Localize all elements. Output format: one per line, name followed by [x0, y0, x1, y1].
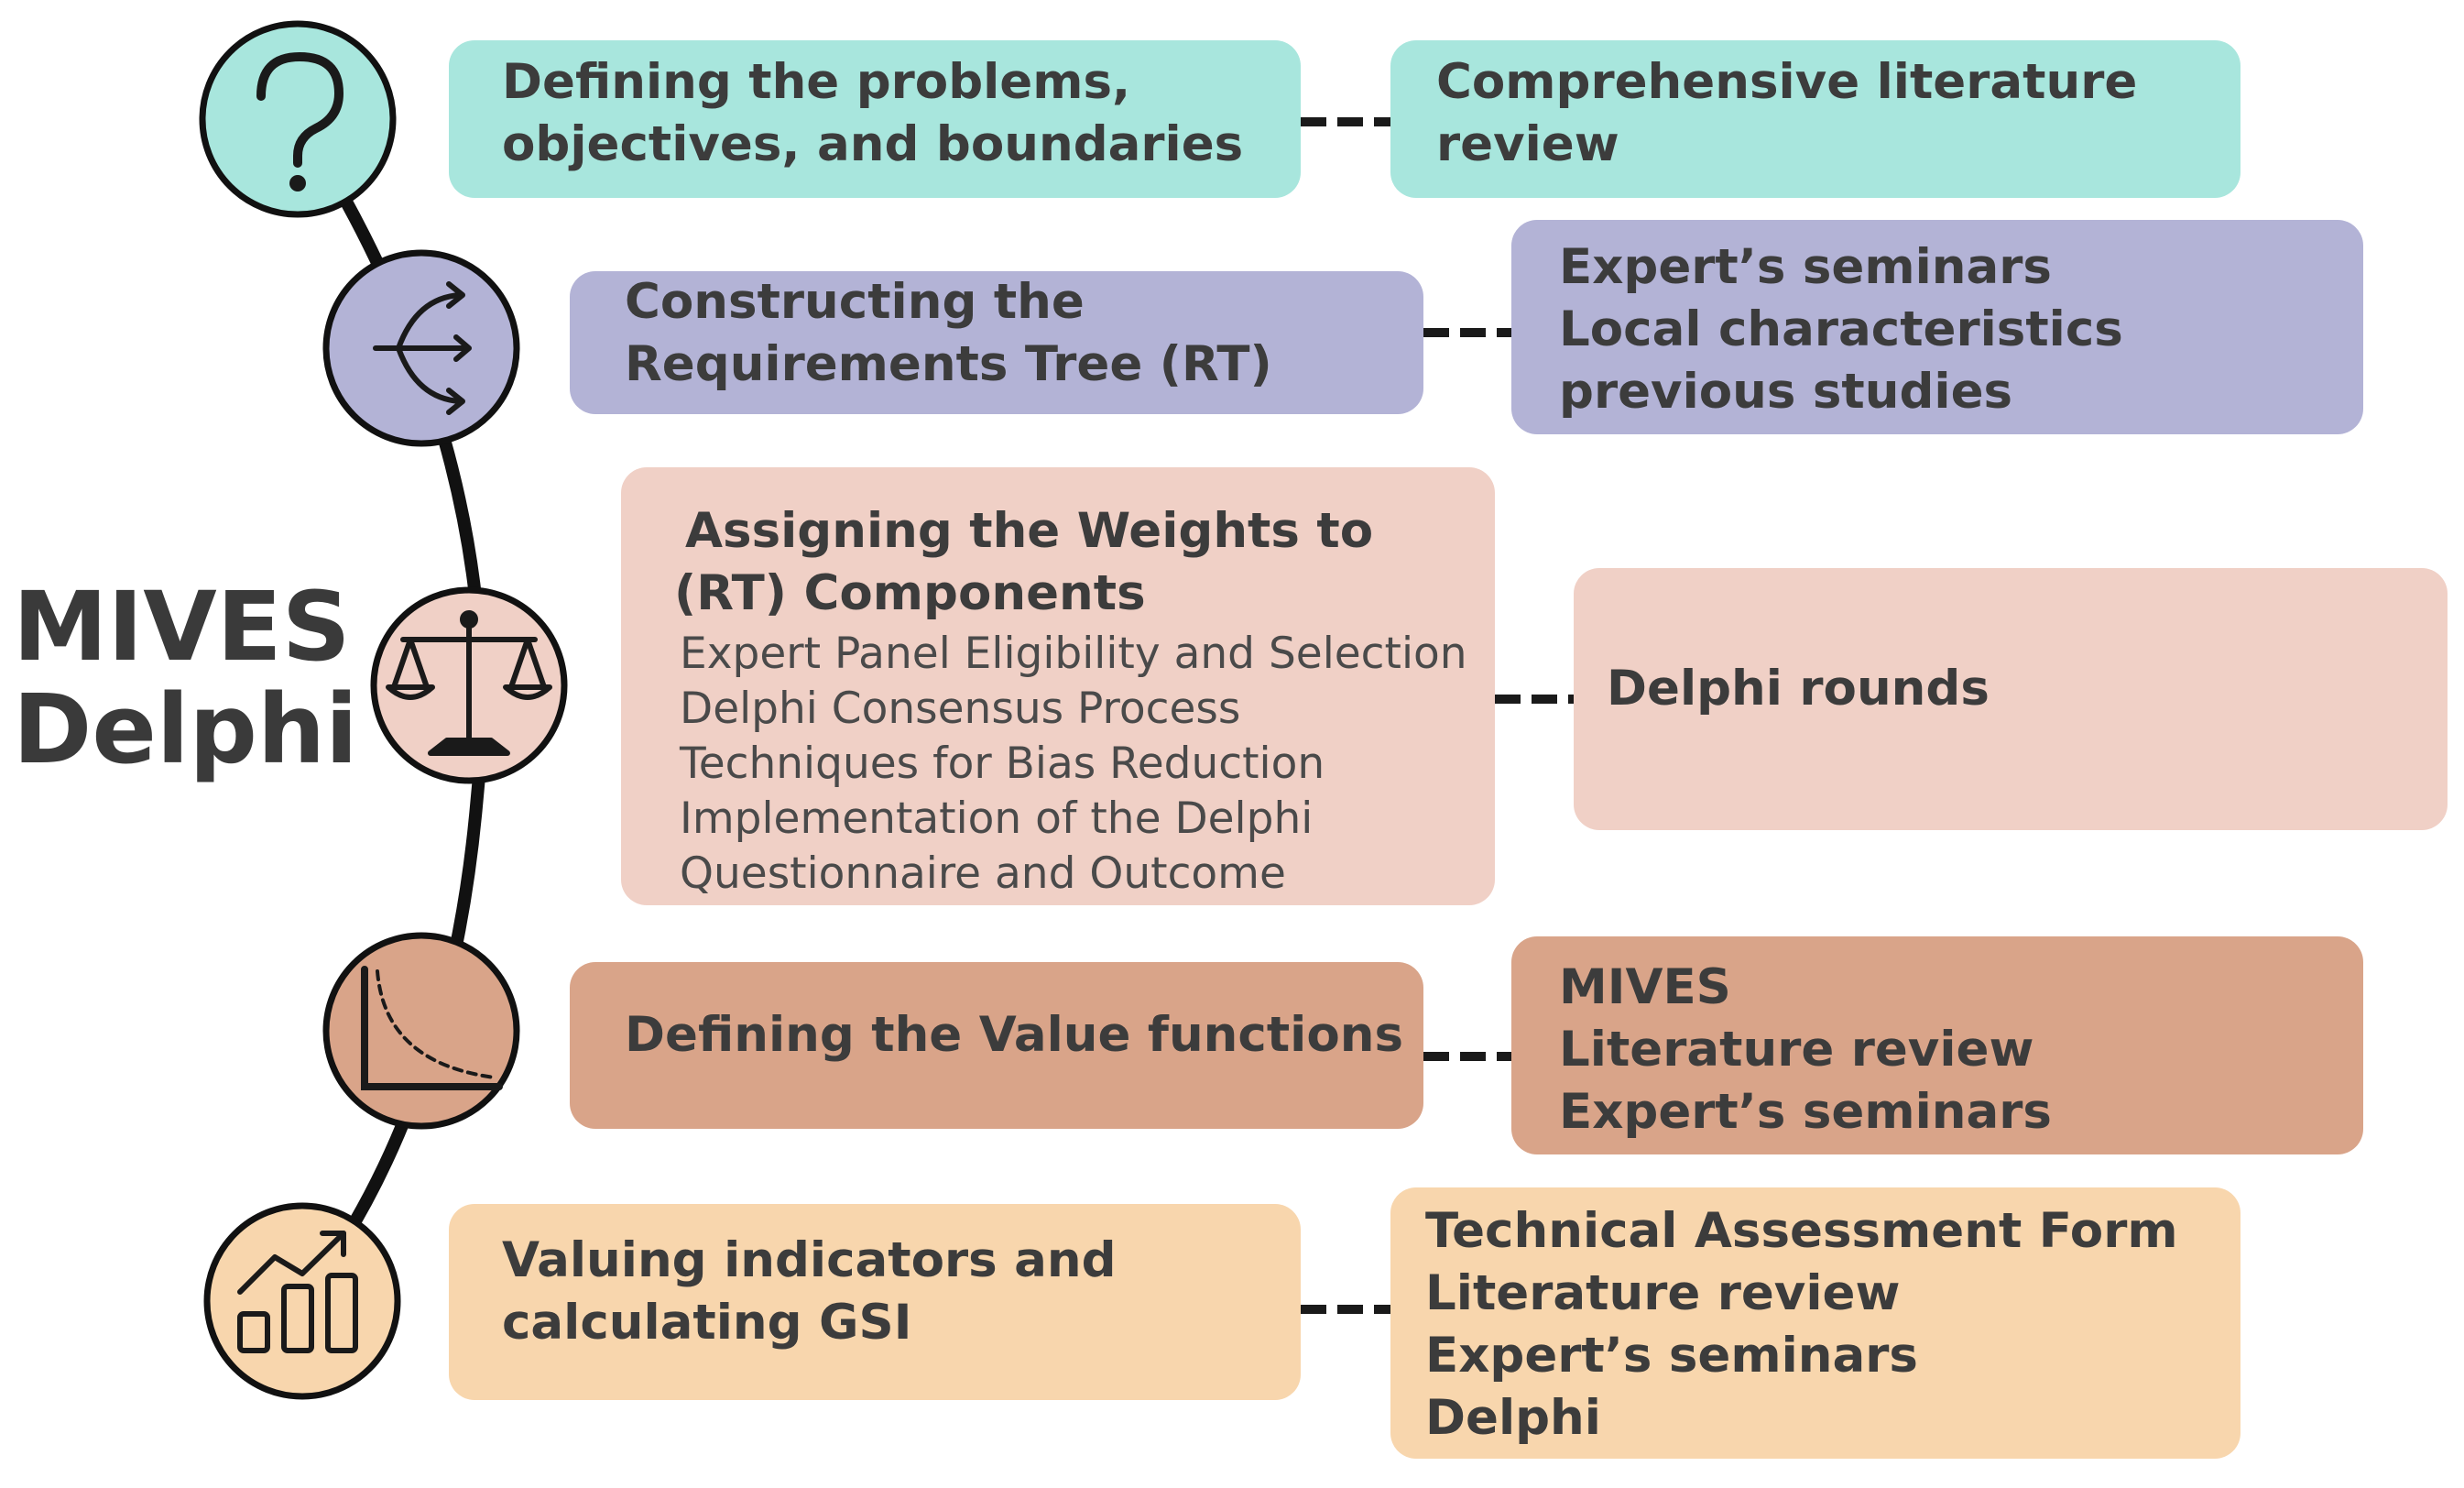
detail-item: Expert Panel Eligibility and Selection: [680, 629, 1467, 679]
step-5-circle: [203, 1202, 401, 1400]
diagram-title: MIVES Delphi: [13, 575, 358, 781]
step-3-connector: [1495, 695, 1575, 704]
step-5-main-box: [449, 1204, 1301, 1400]
step-4-side-box: [1511, 936, 2363, 1154]
step-4-side-label: MIVES Literature review Expert’s seminar…: [1559, 959, 2052, 1140]
growth-chart-icon: [237, 1231, 358, 1353]
step-4-main-label: Defining the Value functions: [625, 1007, 1404, 1063]
detail-item: Implementation of the Delphi: [680, 793, 1314, 844]
detail-item: Techniques for Bias Reduction: [680, 739, 1325, 789]
step-1-main-box: [449, 40, 1301, 198]
step-2-side-box: [1511, 220, 2363, 434]
step-1-side-box: [1390, 40, 2240, 198]
step-4-connector: [1423, 1052, 1515, 1061]
detail-item: Questionnaire and Outcome: [680, 848, 1286, 899]
decay-curve-icon: [361, 966, 503, 1090]
step-1-main-label: Defining the problems, objectives, and b…: [502, 54, 1244, 172]
step-2-main-box: [570, 271, 1423, 414]
step-1-side-label: Comprehensive literature review: [1436, 54, 2138, 172]
step-4-circle: [322, 932, 520, 1130]
step-2-main-label: Constructing the Requirements Tree (RT): [625, 274, 1272, 392]
step-5-connector: [1301, 1305, 1392, 1314]
step-2-connector: [1423, 328, 1515, 337]
step-3-detail-list: Expert Panel Eligibility and Selection D…: [680, 627, 1467, 902]
detail-item: Delphi Consensus Process: [680, 684, 1241, 734]
step-5-side-label: Technical Assessment Form Literature rev…: [1425, 1203, 2178, 1446]
step-4-main-box: [570, 962, 1423, 1129]
step-3-main-label: Assigning the Weights to (RT) Components: [674, 503, 1374, 621]
step-3-side-box: [1574, 568, 2448, 830]
title-line-2: Delphi: [13, 673, 358, 785]
step-5-main-label: Valuing indicators and calculating GSI: [502, 1232, 1117, 1351]
step-3-main-box: [621, 467, 1495, 905]
step-3-side-label: Delphi rounds: [1607, 661, 1990, 717]
balance-scale-icon: [386, 610, 552, 756]
step-1-connector: [1301, 117, 1392, 126]
branching-arrows-icon: [373, 281, 472, 415]
step-1-circle: [199, 20, 397, 218]
step-2-side-label: Expert’s seminars Local characteristics …: [1559, 239, 2123, 420]
title-line-1: MIVES: [13, 571, 351, 683]
step-5-side-box: [1390, 1187, 2240, 1459]
question-mark-icon: [256, 52, 343, 191]
